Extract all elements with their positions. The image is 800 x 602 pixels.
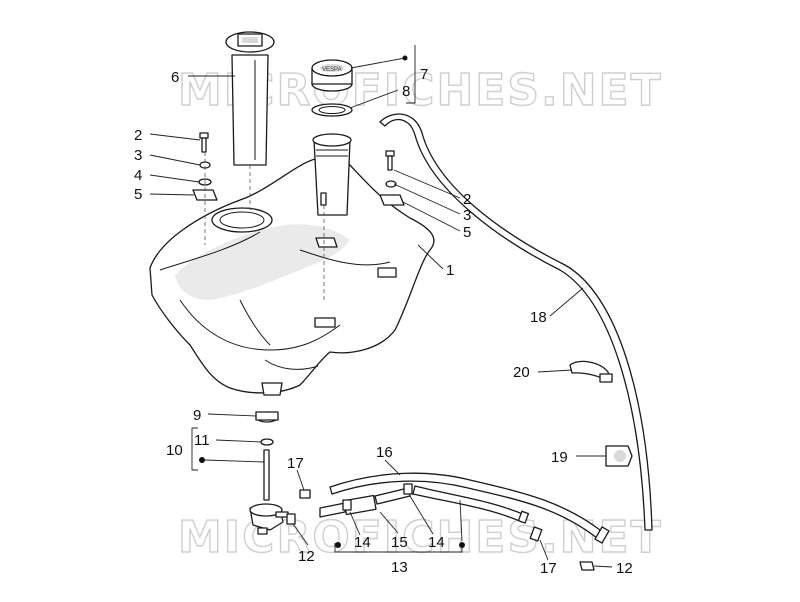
hose-holder [605,445,633,467]
fuel-tank [149,157,435,396]
label-oring-11: 11 [194,432,210,449]
label-washer-right: 3 [463,207,471,224]
cap-gasket [311,103,353,117]
bolt-stack-right [379,150,405,206]
label-bolt-right: 2 [463,191,471,208]
label-clip-left: 5 [134,186,142,203]
label-breather-hose: 18 [530,309,547,326]
bullet-dot [335,542,341,548]
label-hose-group: 13 [391,559,408,576]
label-tap-group: 10 [166,442,183,459]
fuel-hose-assembly [319,472,610,544]
label-bolt-left: 2 [134,127,142,144]
label-washer-left: 3 [134,147,142,164]
label-filter-15: 15 [391,534,408,551]
label-clamp-14-right: 14 [428,534,445,551]
clip-17-left [299,489,311,499]
cap-brand-text: VESPA [322,67,342,73]
label-filler-neck: 6 [171,69,179,86]
clip-12-right [579,561,595,571]
clip-17-right [529,526,543,542]
label-spacer-left: 4 [134,167,142,184]
bolt-stack-center [315,192,338,300]
label-clip-17-left: 17 [287,455,304,472]
fuel-cap: VESPA [311,59,353,92]
watermark-bottom: MICROFICHES.NET [178,512,663,563]
tap-clamp [255,411,279,423]
tank-filler-neck [312,133,352,216]
fuel-tap [249,449,289,535]
label-clip-12-left: 12 [298,548,315,565]
part-labels: 6 7 8 2 3 4 5 2 3 5 1 18 20 9 11 10 16 1… [134,66,633,577]
label-hose-16: 16 [376,444,393,461]
label-cap-group: 7 [420,66,428,83]
label-clip-12-right: 12 [616,560,633,577]
label-holder-19: 19 [551,449,568,466]
hose-strap [569,360,613,383]
label-clamp-14-left: 14 [354,534,371,551]
label-gasket: 8 [402,83,410,100]
tap-oring [260,438,274,446]
label-tank: 1 [446,262,454,279]
label-strap: 20 [513,364,530,381]
label-clip-17-right: 17 [540,560,557,577]
bullet-dot [402,55,408,61]
label-clamp-9: 9 [193,407,201,424]
bolt-stack-left [192,132,218,245]
clip-12-left [286,513,296,525]
bullet-dot [199,457,205,463]
label-clip-right: 5 [463,224,471,241]
filler-neck-tube [225,31,275,210]
breather-hose [379,113,653,531]
bullet-dot [459,542,465,548]
